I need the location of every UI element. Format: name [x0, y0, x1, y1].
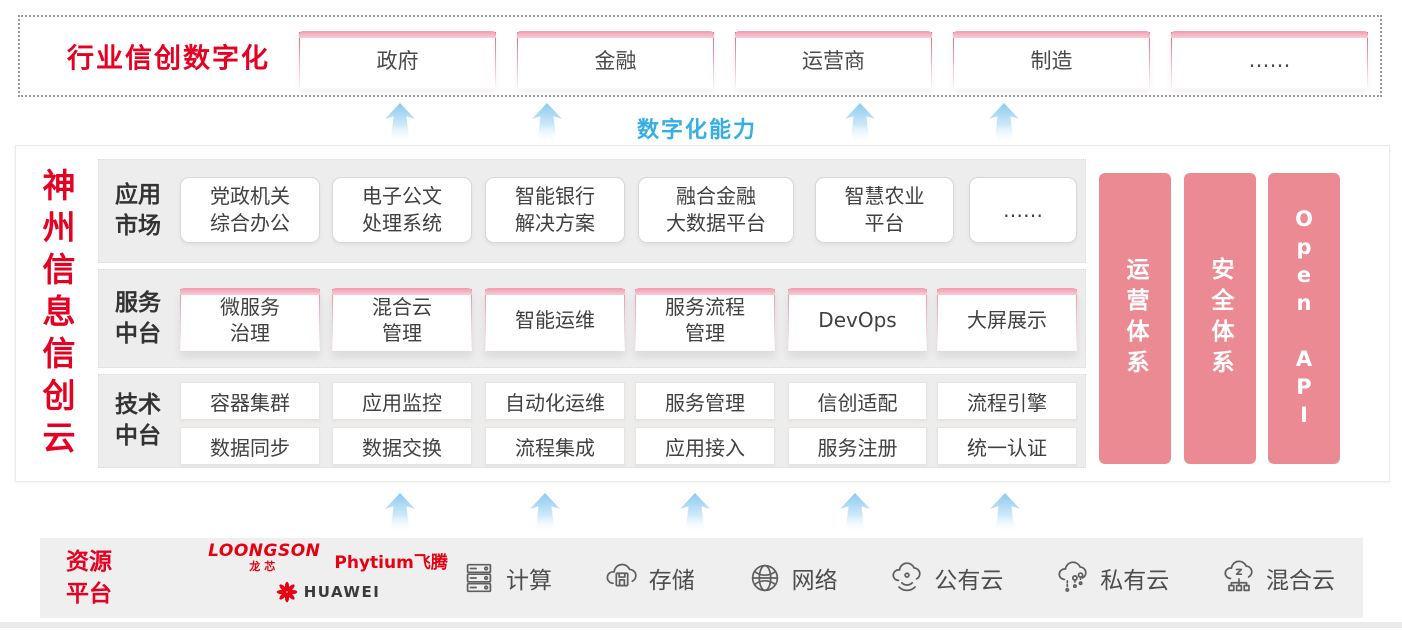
industry-band: 行业信创数字化 政府 金融 运营商 制造 …… [18, 15, 1382, 97]
tech-card: 流程引擎 [937, 382, 1077, 420]
tech-platform-panel: 技术 中台 容器集群 应用监控 自动化运维 服务管理 信创适配 流程引擎 数据同… [98, 374, 1086, 468]
app-market-panel: 应用 市场 党政机关 综合办公 电子公文 处理系统 智能银行 解决方案 融合金融… [98, 159, 1086, 263]
tech-card: 统一认证 [937, 427, 1077, 465]
service-card: DevOps [788, 288, 927, 351]
up-arrow-icon [383, 103, 417, 143]
industry-box-list: 政府 金融 运营商 制造 …… [299, 31, 1368, 89]
service-card: 混合云 管理 [332, 288, 472, 351]
storage-icon [603, 559, 641, 597]
resource-item-public-cloud: 公有云 [888, 559, 1003, 597]
industry-band-title: 行业信创数字化 [67, 43, 270, 75]
tech-card: 服务注册 [788, 427, 927, 465]
app-card: 电子公文 处理系统 [332, 177, 472, 243]
resource-item-label: 计算 [506, 568, 552, 594]
tech-card: 服务管理 [635, 382, 775, 420]
huawei-logo: HUAWEI [198, 581, 458, 603]
tech-card: 自动化运维 [485, 382, 625, 420]
tech-card: 数据同步 [180, 427, 320, 465]
huawei-logo-text: HUAWEI [303, 583, 381, 601]
up-arrow-icon [988, 493, 1022, 533]
bottom-divider [0, 622, 1402, 628]
service-platform-label: 服务 中台 [115, 289, 161, 347]
private-cloud-icon [1054, 559, 1092, 597]
app-card: 融合金融 大数据平台 [638, 177, 794, 243]
resource-item-compute: 计算 [460, 559, 552, 597]
app-card-more: …… [969, 177, 1077, 243]
loongson-logo-text: LOONGSON [208, 541, 321, 561]
resource-item-network: 网络 [746, 559, 838, 597]
service-card: 智能运维 [485, 288, 625, 351]
resource-item-private-cloud: 私有云 [1054, 559, 1169, 597]
public-cloud-icon [888, 559, 926, 597]
resource-item-storage: 存储 [603, 559, 695, 597]
pillar-operation-system: 运营体系 [1099, 173, 1171, 464]
app-card: 智慧农业 平台 [815, 177, 954, 243]
resource-platform-label: 资源 平台 [66, 548, 112, 607]
brand-logos: LOONGSON 龙芯 Phytium飞腾 HUAWEI [198, 543, 458, 603]
resource-item-label: 混合云 [1265, 568, 1335, 594]
service-platform-panel: 服务 中台 微服务 治理 混合云 管理 智能运维 服务流程 管理 DevOps … [98, 269, 1086, 368]
industry-box-finance: 金融 [517, 31, 714, 89]
pillar-open-api: Open API [1268, 173, 1340, 464]
resource-item-label: 存储 [648, 568, 695, 594]
app-card: 智能银行 解决方案 [485, 177, 625, 243]
tech-card: 信创适配 [788, 382, 927, 420]
service-card: 服务流程 管理 [635, 288, 775, 351]
loongson-logo-sub: 龙芯 [249, 560, 280, 573]
phytium-logo: Phytium飞腾 [334, 553, 448, 573]
tech-card: 流程集成 [485, 427, 625, 465]
hybrid-cloud-icon [1220, 559, 1258, 597]
resource-platform-band: 资源 平台 LOONGSON 龙芯 Phytium飞腾 HUAWEI 计算 存储… [40, 538, 1363, 618]
resource-item-label: 公有云 [934, 568, 1004, 594]
up-arrow-icon [383, 493, 417, 533]
resource-item-hybrid-cloud: 混合云 [1220, 559, 1335, 597]
cloud-platform-title: 神州信息信创云 [37, 168, 76, 462]
tech-platform-label: 技术 中台 [115, 391, 161, 449]
up-arrow-icon [528, 493, 562, 533]
cloud-platform-section: 神州信息信创云 应用 市场 党政机关 综合办公 电子公文 处理系统 智能银行 解… [15, 145, 1390, 482]
up-arrow-icon [530, 103, 564, 143]
app-market-label: 应用 市场 [115, 181, 161, 239]
tech-card: 应用接入 [635, 427, 775, 465]
loongson-logo: LOONGSON 龙芯 [208, 541, 321, 573]
network-icon [746, 559, 784, 597]
industry-box-more: …… [1171, 31, 1368, 89]
up-arrow-icon [838, 493, 872, 533]
service-card: 微服务 治理 [180, 288, 320, 351]
compute-icon [460, 559, 498, 597]
up-arrow-icon [843, 103, 877, 143]
tech-card: 数据交换 [332, 427, 472, 465]
up-arrow-icon [987, 103, 1021, 143]
resource-item-label: 私有云 [1100, 568, 1170, 594]
tech-card: 应用监控 [332, 382, 472, 420]
tech-card: 容器集群 [180, 382, 320, 420]
app-card: 党政机关 综合办公 [180, 177, 320, 243]
industry-box-manufacturing: 制造 [953, 31, 1150, 89]
industry-box-government: 政府 [299, 31, 496, 89]
up-arrow-icon [678, 493, 712, 533]
pillar-security-system: 安全体系 [1184, 173, 1256, 464]
resource-item-label: 网络 [791, 568, 838, 594]
resource-item-list: 计算 存储 网络 公有云 私有云 混合云 [450, 538, 1345, 618]
huawei-flower-icon [276, 581, 298, 603]
industry-box-operator: 运营商 [735, 31, 932, 89]
service-card: 大屏展示 [937, 288, 1077, 351]
capability-label: 数字化能力 [637, 118, 758, 143]
